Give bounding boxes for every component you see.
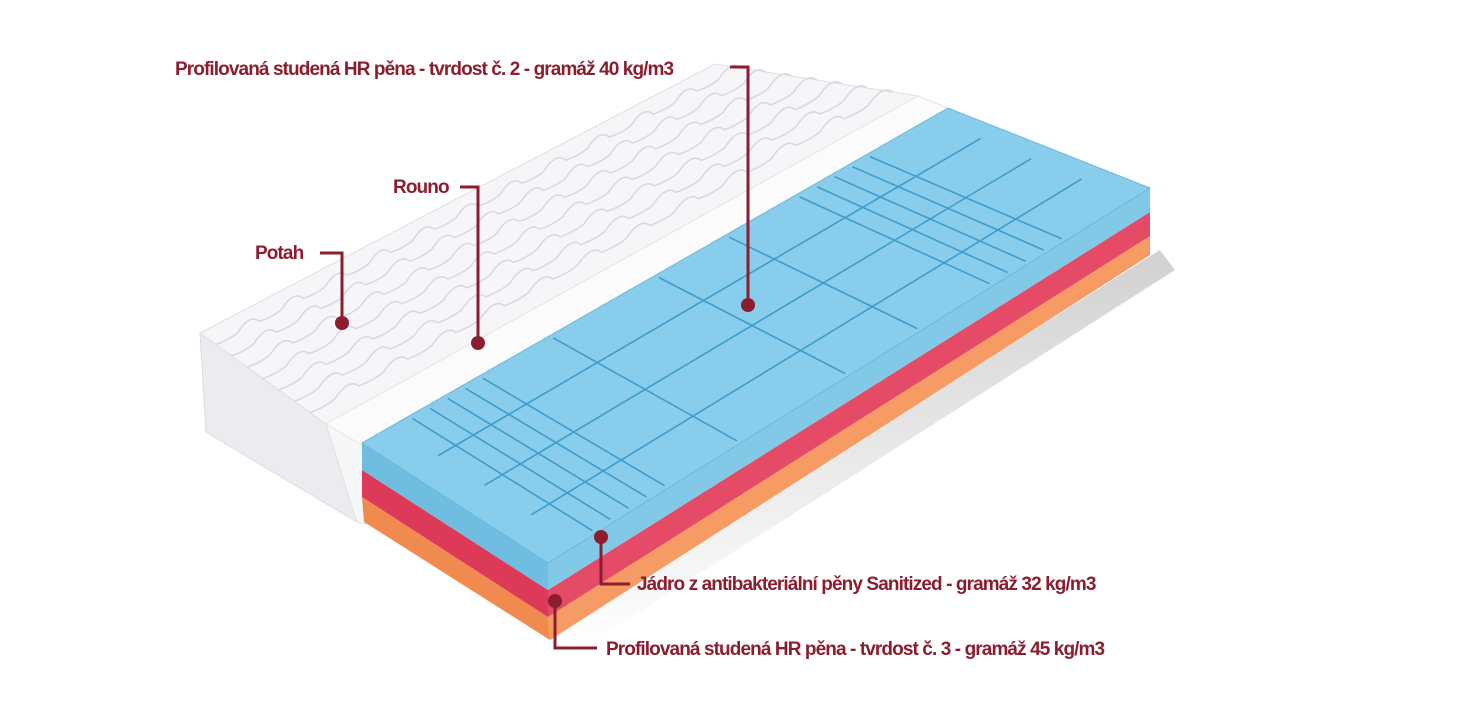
label-bottom-foam: Profilovaná studená HR pěna - tvrdost č.…: [606, 639, 1105, 660]
callout-top-foam: Profilovaná studená HR pěna - tvrdost č.…: [175, 59, 755, 312]
groove-line: [429, 407, 611, 521]
label-cover: Potah: [255, 243, 304, 264]
leader-dot: [741, 298, 755, 312]
cover-quilting-pattern: [215, 64, 894, 414]
mattress-shadow: [560, 250, 1175, 650]
groove-line: [484, 157, 1032, 486]
quilt-stitch: [231, 68, 767, 357]
groove-line: [869, 155, 1063, 240]
quilt-stitch: [309, 89, 894, 414]
leader-line: [320, 251, 344, 323]
top-foam-end-face: [362, 443, 548, 590]
top-foam-profiling-grooves: [412, 137, 1082, 532]
groove-line: [728, 236, 918, 330]
label-core: Jádro z antibakteriální pěny Sanitized -…: [637, 574, 1096, 595]
quilt-stitch: [262, 77, 817, 380]
leader-line: [730, 65, 750, 305]
top-foam-side-face: [548, 188, 1150, 590]
quilt-stitch: [294, 85, 868, 402]
callout-fleece: Rouno: [393, 177, 485, 350]
groove-line: [464, 387, 647, 498]
groove-line: [437, 137, 982, 457]
leader-line: [460, 185, 480, 343]
bottom-foam-side-face: [548, 236, 1150, 640]
groove-line: [530, 178, 1082, 516]
groove-line: [799, 196, 990, 285]
callout-core: Jádro z antibakteriální pěny Sanitized -…: [594, 530, 1097, 595]
leader-dot: [594, 530, 608, 544]
groove-line: [412, 417, 593, 532]
groove-line: [816, 186, 1008, 274]
label-fleece: Rouno: [393, 177, 449, 198]
top-foam-top: [361, 107, 1152, 564]
leader-dot: [548, 594, 562, 608]
groove-line: [852, 165, 1044, 251]
core-side-face: [548, 212, 1150, 617]
leader-line: [553, 601, 597, 650]
leader-dot: [335, 316, 349, 330]
groove-line: [447, 397, 629, 509]
callout-cover: Potah: [255, 243, 349, 330]
core-end-face: [362, 470, 548, 617]
groove-line: [834, 176, 1026, 262]
bottom-foam-end-face: [362, 497, 550, 640]
groove-line: [482, 377, 666, 487]
label-top-foam: Profilovaná studená HR pěna - tvrdost č.…: [175, 59, 674, 80]
leader-dot: [471, 336, 485, 350]
callout-bottom-foam: Profilovaná studená HR pěna - tvrdost č.…: [548, 594, 1105, 660]
leader-line: [599, 537, 630, 586]
groove-line: [658, 276, 846, 375]
groove-line: [552, 337, 738, 442]
